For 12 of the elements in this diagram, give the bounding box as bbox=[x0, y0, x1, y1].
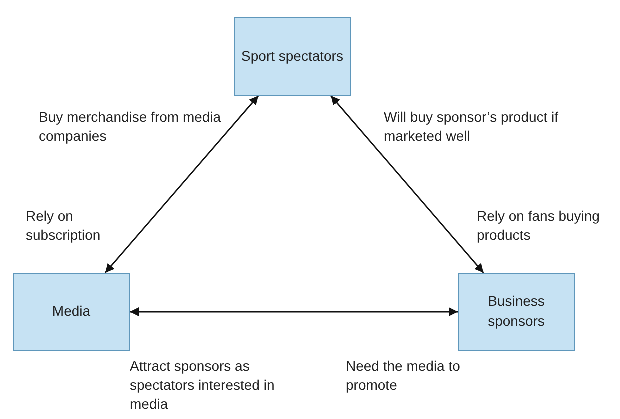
entity-box: Media bbox=[13, 273, 130, 351]
note-text: Rely on subscription bbox=[26, 207, 102, 245]
note-text: Attract sponsors as spectators interested in media bbox=[130, 357, 276, 414]
double-arrow bbox=[330, 96, 484, 274]
entity-box: Sport spectators bbox=[234, 17, 351, 96]
double-arrow bbox=[130, 308, 458, 316]
double-arrow bbox=[104, 96, 260, 274]
note-text: Will buy sponsor’s product if marketed well bbox=[384, 108, 560, 146]
entity-box: Business sponsors bbox=[458, 273, 575, 351]
note-text: Buy merchandise from media companies bbox=[39, 108, 222, 146]
note-text: Need the media to promote bbox=[346, 357, 462, 395]
note-text: Rely on fans buying products bbox=[477, 207, 601, 245]
